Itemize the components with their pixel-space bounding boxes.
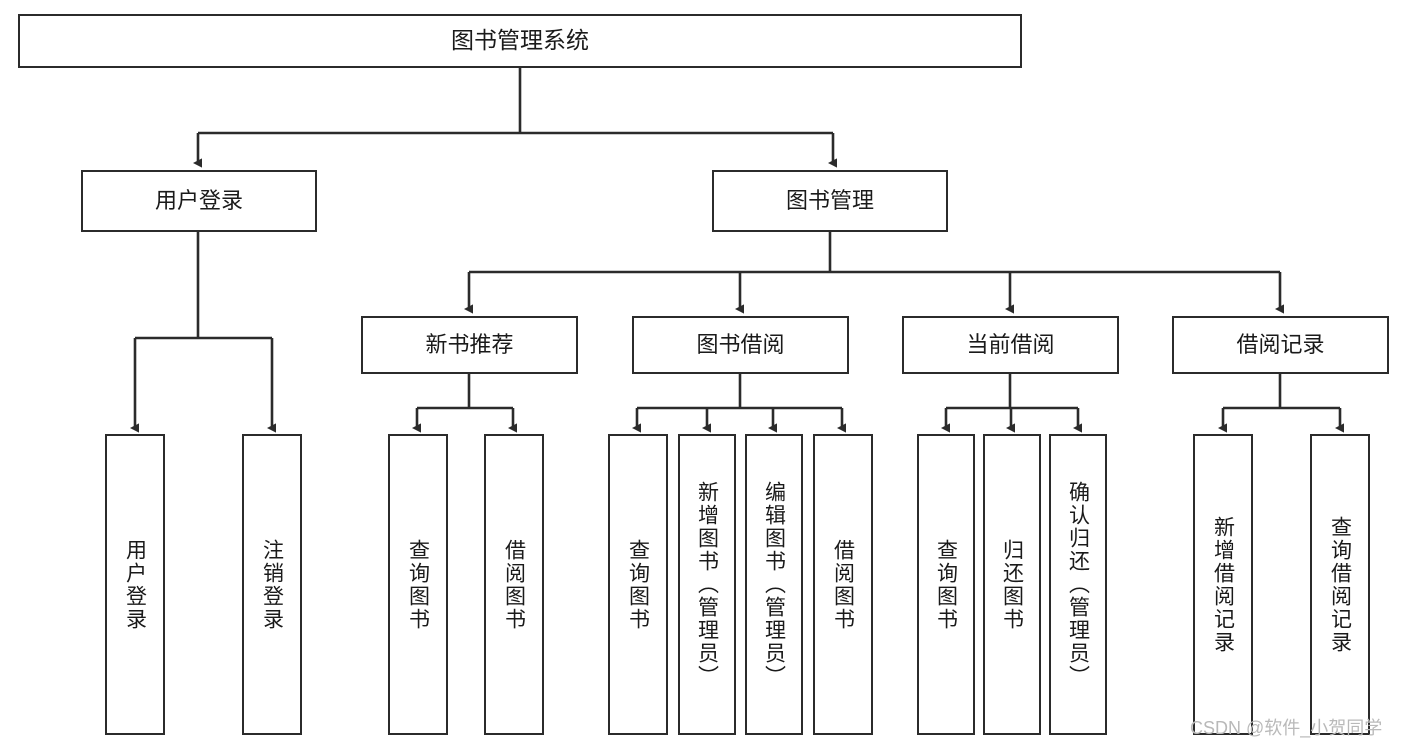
node-label: 新书推荐 — [425, 332, 514, 358]
leaf-borrow-edit-book-admin[interactable]: 编辑图书（管理员） — [745, 434, 803, 735]
node-book-borrow[interactable]: 图书借阅 — [632, 316, 849, 374]
node-borrow-records[interactable]: 借阅记录 — [1172, 316, 1389, 374]
node-root-system[interactable]: 图书管理系统 — [18, 14, 1022, 68]
leaf-borrow-query-book[interactable]: 查询图书 — [608, 434, 668, 735]
node-label: 编辑图书（管理员） — [762, 481, 786, 688]
node-user-login[interactable]: 用户登录 — [81, 170, 317, 232]
node-current-borrow[interactable]: 当前借阅 — [902, 316, 1119, 374]
node-label: 借阅图书 — [502, 538, 526, 631]
leaf-new-book-query[interactable]: 查询图书 — [388, 434, 448, 735]
node-label: 借阅记录 — [1236, 332, 1325, 358]
node-book-management[interactable]: 图书管理 — [712, 170, 948, 232]
leaf-user-login-signin[interactable]: 用户登录 — [105, 434, 165, 735]
node-label: 图书借阅 — [696, 332, 785, 358]
node-label: 查询图书 — [626, 538, 650, 631]
node-label: 查询图书 — [934, 538, 958, 631]
node-label: 查询借阅记录 — [1328, 515, 1352, 654]
node-label: 新增借阅记录 — [1211, 515, 1235, 654]
node-label: 图书管理 — [785, 188, 874, 214]
node-label: 当前借阅 — [966, 332, 1055, 358]
node-label: 用户登录 — [154, 188, 243, 214]
leaf-current-query-book[interactable]: 查询图书 — [917, 434, 975, 735]
node-label: 新增图书（管理员） — [695, 481, 719, 688]
node-label: 借阅图书 — [831, 538, 855, 631]
node-label: 确认归还（管理员） — [1066, 481, 1090, 688]
leaf-new-book-borrow[interactable]: 借阅图书 — [484, 434, 544, 735]
node-label: 查询图书 — [406, 538, 430, 631]
node-label: 归还图书 — [1000, 538, 1024, 631]
node-label: 用户登录 — [123, 538, 147, 631]
csdn-watermark: CSDN @软件_小贺同学 — [1190, 718, 1383, 738]
node-label: 注销登录 — [260, 538, 284, 631]
node-label: 图书管理系统 — [451, 27, 589, 54]
leaf-current-confirm-return-admin[interactable]: 确认归还（管理员） — [1049, 434, 1107, 735]
leaf-current-return-book[interactable]: 归还图书 — [983, 434, 1041, 735]
node-new-book-recommend[interactable]: 新书推荐 — [361, 316, 578, 374]
leaf-borrow-add-book-admin[interactable]: 新增图书（管理员） — [678, 434, 736, 735]
leaf-borrow-borrow-book[interactable]: 借阅图书 — [813, 434, 873, 735]
leaf-user-login-signout[interactable]: 注销登录 — [242, 434, 302, 735]
leaf-records-add-record[interactable]: 新增借阅记录 — [1193, 434, 1253, 735]
leaf-records-query-record[interactable]: 查询借阅记录 — [1310, 434, 1370, 735]
